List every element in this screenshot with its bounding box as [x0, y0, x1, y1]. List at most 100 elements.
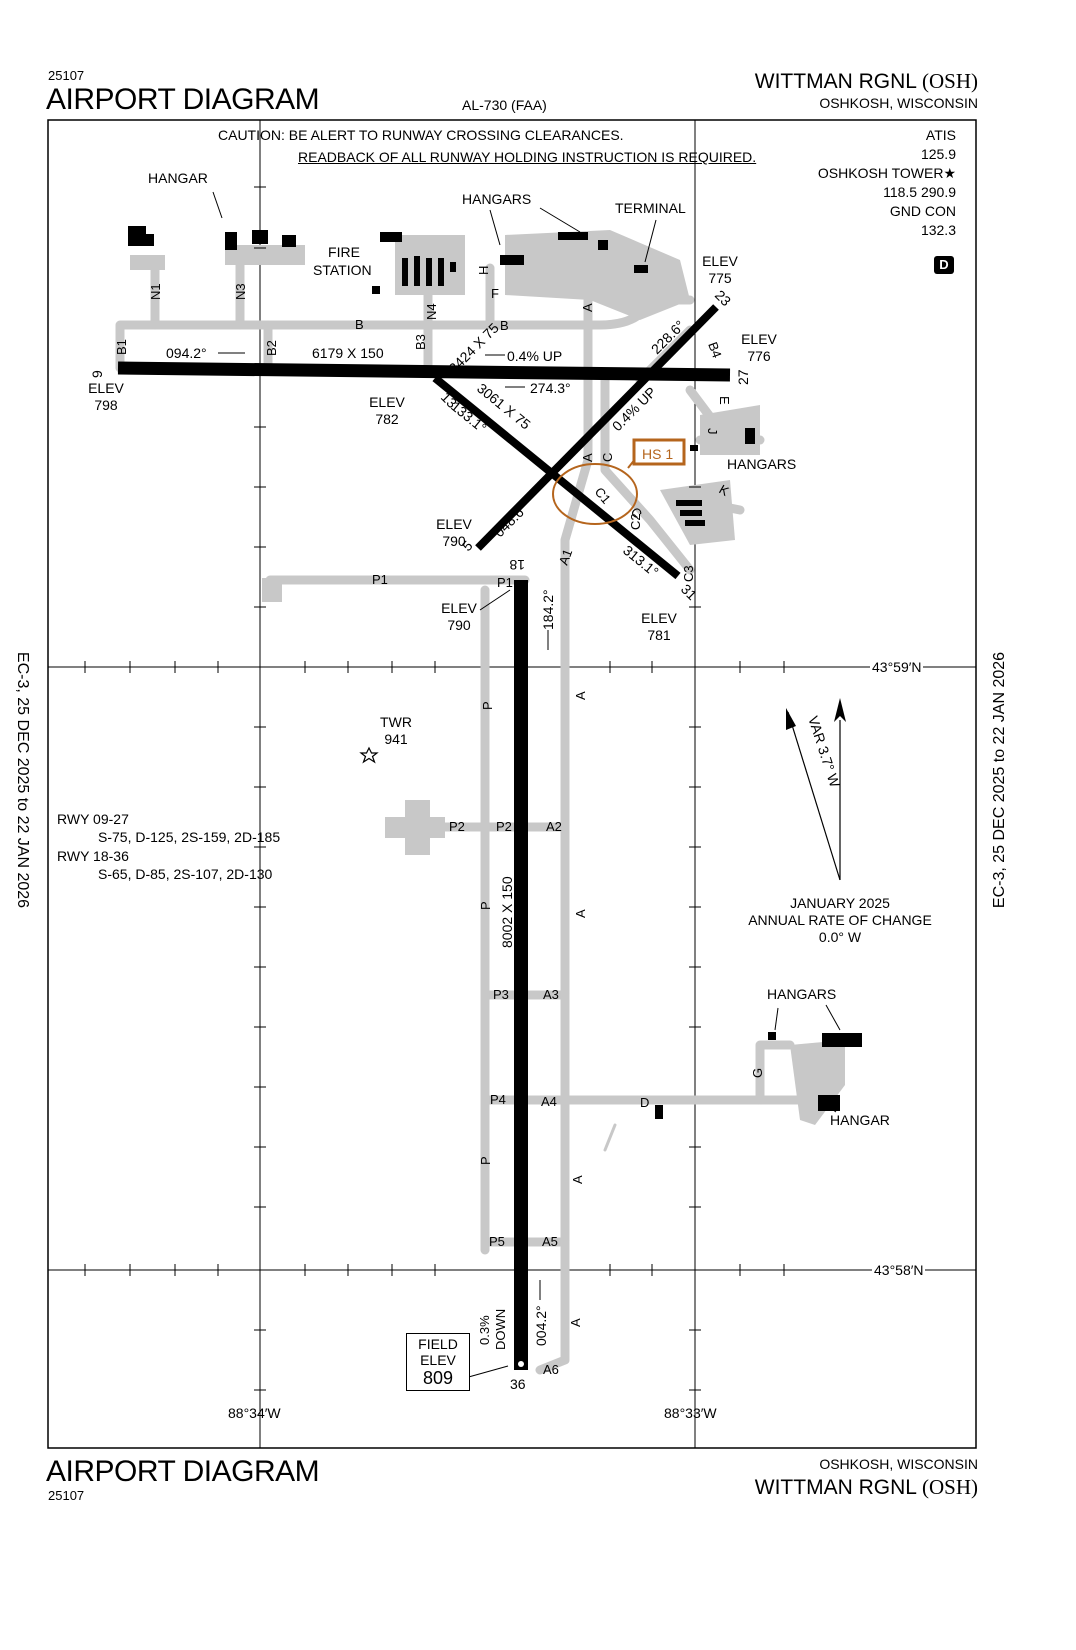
footer-city-state: OSHKOSH, WISCONSIN	[819, 1456, 978, 1472]
rwy-0927-strength: S-75, D-125, 2S-159, 2D-185	[98, 829, 281, 845]
apron-p1-west	[262, 578, 282, 602]
twy-p-label-3: P	[478, 1156, 493, 1165]
bldg-h3	[598, 240, 608, 250]
bldg-hangar-nw3	[282, 235, 296, 247]
tower-label: OSHKOSH TOWER★	[818, 165, 956, 181]
fire-label-1: FIRE	[328, 244, 360, 260]
elev-781-label: ELEV	[641, 610, 677, 626]
rwy18-dims: 8002 X 150	[499, 876, 515, 948]
bldg-h2	[558, 232, 588, 240]
gnd-freq: 132.3	[920, 222, 956, 238]
twy-p2b-label: P2	[496, 819, 512, 834]
tower-star-icon	[359, 746, 379, 764]
bldg-nw2	[140, 234, 154, 246]
rwy5-hdg: 048.6°	[491, 500, 531, 540]
tower-name: OSHKOSH TOWER	[817, 165, 944, 181]
bldg-fire1	[380, 232, 402, 242]
mag-rate-value: 0.0° W	[818, 929, 862, 945]
elev-781-value: 781	[647, 627, 671, 643]
gnd-label: GND CON	[889, 203, 956, 219]
footer-airport: WITTMAN RGNL	[754, 1476, 917, 1499]
twy-p4-label: P4	[490, 1092, 506, 1107]
bldg-r5	[450, 262, 456, 272]
field-elev-label2: ELEV	[420, 1352, 456, 1368]
apron-hangar-nw	[225, 245, 305, 265]
bldg-r2	[414, 256, 420, 286]
caution-line2: READBACK OF ALL RUNWAY HOLDING INSTRUCTI…	[298, 149, 757, 165]
field-elev-value: 809	[422, 1368, 454, 1388]
twy-g-label: G	[750, 1068, 765, 1078]
twy-p-label-2: P	[478, 901, 493, 910]
city-state-header: OSHKOSH, WISCONSIN	[819, 95, 978, 111]
elev-790b-value: 790	[447, 617, 471, 633]
graticule-ticks	[84, 186, 785, 1391]
rwy9-dims: 6179 X 150	[312, 345, 384, 361]
field-elev-box: FIELD ELEV 809	[406, 1333, 470, 1391]
twy-a-label-4: A	[573, 909, 588, 918]
lon-label-1: 88°34′W	[228, 1405, 281, 1421]
twy-h-label: H	[476, 266, 491, 275]
elev-776-label: ELEV	[741, 331, 777, 347]
map-frame	[47, 119, 977, 1449]
hangar-nw-label: HANGAR	[148, 170, 208, 186]
chart-title: AIRPORT DIAGRAM	[46, 83, 320, 116]
rwy36-num: 36	[510, 1376, 526, 1392]
apron-n1	[130, 255, 165, 270]
twy-p2-label: P2	[449, 819, 465, 834]
hot-spot-label: HS 1	[642, 446, 674, 462]
runway-9-27	[117, 361, 731, 382]
hangars-e-label: HANGARS	[727, 456, 797, 472]
apron-se	[790, 1040, 845, 1125]
twy-a2-label: A2	[546, 819, 562, 834]
rwy18-hdg: 184.2°	[540, 589, 556, 630]
elev-775-value: 775	[708, 270, 732, 286]
leader-lines	[212, 191, 841, 1379]
twy-a-label-6: A	[568, 1318, 583, 1327]
twy-b1-label: B1	[114, 339, 129, 355]
footer-airport-id: (OSH)	[922, 1475, 978, 1499]
elev-782-value: 782	[375, 411, 399, 427]
hot-spot-box	[632, 438, 686, 466]
airport-id: (OSH)	[922, 69, 978, 93]
bldg-se1	[822, 1033, 862, 1047]
rwy36-grad2: DOWN	[493, 1309, 508, 1350]
elev-790a-label: ELEV	[436, 516, 472, 532]
elev-798-label: ELEV	[88, 380, 124, 396]
magnetic-north-arrow-icon	[786, 708, 796, 730]
bldg-d	[655, 1105, 663, 1119]
rwy36-grad1: 0.3%	[477, 1315, 492, 1345]
lon-label-2: 88°33′W	[664, 1405, 717, 1421]
twy-p1b-label: P1	[497, 575, 513, 590]
bldg-e2	[690, 445, 698, 451]
hangars-n-label: HANGARS	[462, 191, 532, 207]
elev-790b-label: ELEV	[441, 600, 477, 616]
runway-5-23	[475, 304, 719, 551]
twy-b-label-2: B	[500, 318, 509, 333]
rwy-0927-label: RWY 09-27	[57, 811, 129, 827]
twy-b4-label: B4	[705, 340, 725, 360]
rwy9-grad: 0.4% UP	[507, 348, 563, 364]
bldg-se3	[818, 1095, 840, 1111]
aprons	[130, 230, 845, 1125]
twy-a	[535, 295, 593, 1375]
twy-n1-label: N1	[148, 283, 163, 300]
twy-a4-label: A4	[541, 1094, 557, 1109]
rwy9-num: 9	[89, 370, 105, 378]
fire-label-2: STATION	[313, 262, 372, 278]
twy-a6-label: A6	[543, 1362, 559, 1377]
twy-e-label: E	[717, 396, 732, 405]
rwy18-num: 18	[509, 557, 525, 573]
airport-name: WITTMAN RGNL	[754, 70, 917, 93]
caution-line1: CAUTION: BE ALERT TO RUNWAY CROSSING CLE…	[218, 127, 624, 143]
elev-782-label: ELEV	[369, 394, 405, 410]
twy-stub	[603, 1123, 617, 1152]
lat-label-1: 43°59′N	[870, 659, 924, 675]
bldg-h1	[500, 255, 524, 265]
bldg-k3	[685, 520, 705, 526]
apron-terminal	[505, 230, 690, 320]
twy-n4-label: N4	[424, 303, 439, 320]
twy-j-label: J	[705, 428, 720, 435]
bldg-terminal	[634, 265, 648, 273]
tower-freq: 118.5 290.9	[883, 184, 956, 200]
